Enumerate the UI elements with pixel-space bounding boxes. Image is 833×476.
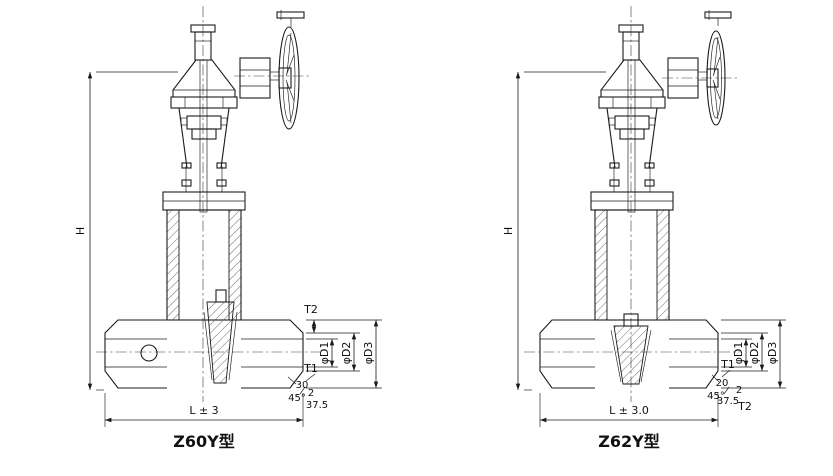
- valve-drawing-z62y: H L ± 3.0 φD1 φD2 φD3 T1 T2: [502, 6, 786, 451]
- callout-root-face: 2: [736, 385, 742, 396]
- weld-bevel-callouts: 30 45° 2 37.5: [287, 376, 328, 411]
- handwheel: [278, 26, 300, 130]
- dim-diameters: φD1 φD2 φD3 T1 T2: [720, 319, 786, 413]
- callout-weld-angle: 37.5: [306, 400, 328, 411]
- callout-weld-angle: 37.5: [717, 396, 739, 407]
- pipe-end-right: [669, 319, 719, 389]
- bonnet-studs: [181, 162, 227, 192]
- bonnet: [170, 59, 238, 109]
- dim-label-length: L ± 3: [189, 404, 218, 417]
- valve-body: [594, 209, 670, 321]
- dim-height: H: [502, 71, 606, 391]
- dim-label-d1: φD1: [732, 342, 745, 365]
- callout-seat-angle: 20: [716, 378, 729, 389]
- dim-length: L ± 3: [104, 393, 304, 427]
- pipe-end-left: [539, 319, 595, 389]
- dim-label-d1: φD1: [318, 342, 331, 365]
- dim-diameters: φD1 φD2 φD3 T2 T1: [303, 303, 382, 389]
- gear-housing: [239, 57, 279, 99]
- dim-label-t1: T1: [303, 362, 318, 375]
- dim-label-d2: φD2: [748, 342, 761, 365]
- dim-label-t2: T2: [303, 303, 318, 316]
- yoke: [606, 59, 658, 213]
- bonnet-flange: [162, 191, 246, 211]
- callout-bevel-angle: 45°: [707, 391, 725, 402]
- valve-drawing-z60y: H L ± 3 φD1 φD2 φD3 T2 T1: [74, 6, 382, 451]
- dim-length: L ± 3.0: [539, 393, 719, 427]
- yoke: [178, 59, 230, 213]
- bonnet-flange: [590, 191, 674, 211]
- bonnet-studs: [609, 162, 655, 192]
- callout-bevel-angle: 45°: [288, 393, 306, 404]
- dim-label-height: H: [74, 227, 87, 235]
- pipe-end-left: [104, 319, 167, 389]
- handwheel-crank: [704, 10, 732, 26]
- bonnet: [598, 59, 666, 109]
- dim-label-t1: T1: [720, 358, 735, 371]
- dim-label-height: H: [502, 227, 515, 235]
- pipe-end-right: [241, 319, 304, 389]
- packing-gland: [608, 115, 656, 140]
- callout-seat-angle: 30: [296, 380, 309, 391]
- gate-wedge: [203, 289, 238, 384]
- weld-bevel-callouts: 20 45° 2 37.5: [707, 374, 742, 407]
- caption-z60y: Z60Y型: [173, 432, 234, 451]
- callout-root-face: 2: [308, 388, 314, 399]
- valve-body: [166, 209, 242, 321]
- centerlines: [96, 6, 320, 402]
- handwheel-crank: [276, 10, 305, 27]
- packing-gland: [180, 115, 228, 140]
- dim-label-d3: φD3: [362, 342, 375, 365]
- dim-label-t2: T2: [737, 400, 752, 413]
- handwheel: [706, 30, 726, 126]
- dim-label-d2: φD2: [340, 342, 353, 365]
- gate-wedge: [610, 313, 652, 385]
- caption-z62y: Z62Y型: [598, 432, 659, 451]
- dim-height: H: [74, 71, 178, 391]
- dim-label-d3: φD3: [766, 342, 779, 365]
- gear-housing: [667, 57, 707, 99]
- dim-label-length: L ± 3.0: [609, 404, 649, 417]
